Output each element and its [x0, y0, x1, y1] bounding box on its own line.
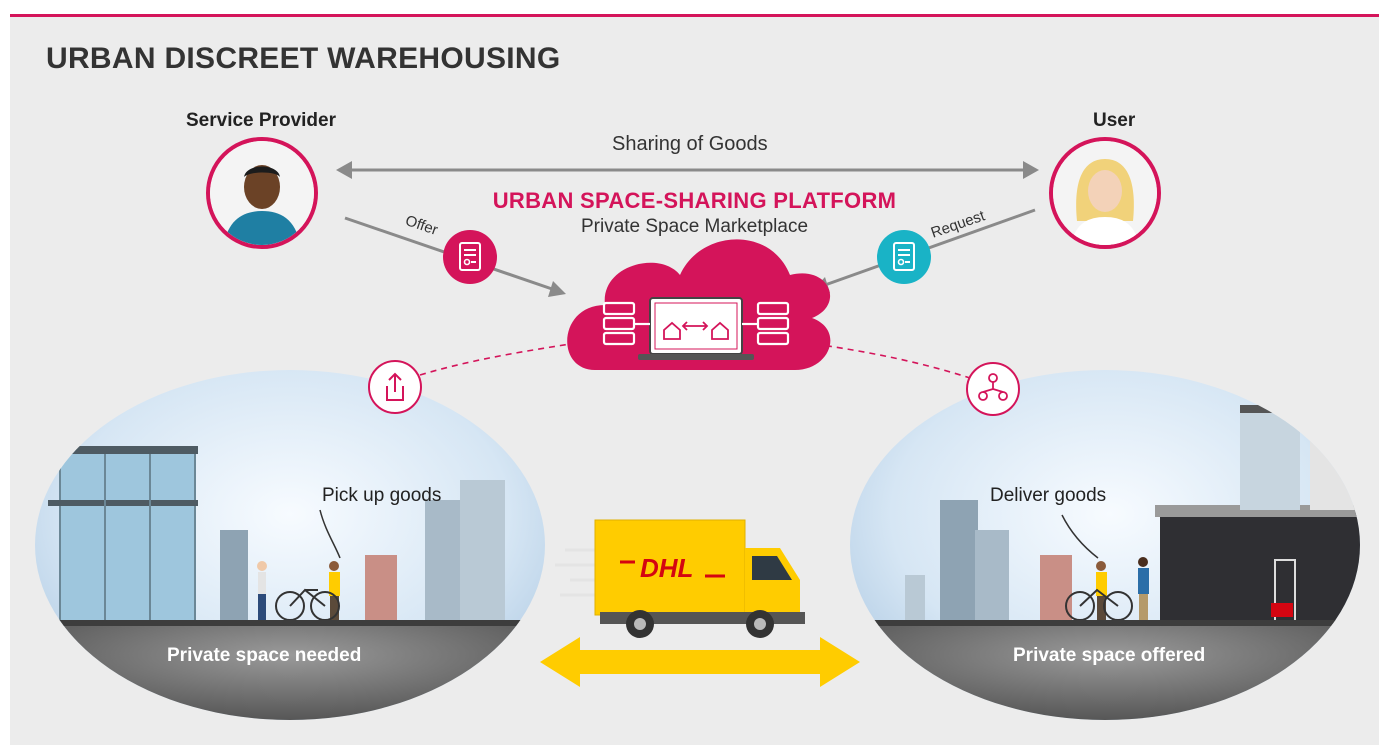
sharing-label: Sharing of Goods [612, 133, 768, 155]
provider-label: Service Provider [186, 110, 336, 131]
network-badge [966, 362, 1020, 416]
sharing-arrow [336, 161, 1039, 179]
pickup-callout: Pick up goods [322, 485, 442, 506]
right-scene-label: Private space offered [1013, 645, 1206, 666]
request-document-badge [877, 230, 931, 284]
speed-lines [555, 548, 600, 597]
left-scene-label: Private space needed [167, 645, 362, 666]
page-title: URBAN DISCREET WAREHOUSING [46, 42, 561, 75]
left-scene [35, 370, 545, 720]
platform-title: URBAN SPACE-SHARING PLATFORM [492, 188, 897, 213]
network-icon [978, 373, 1008, 401]
upload-icon [386, 372, 404, 401]
deliver-callout: Deliver goods [990, 485, 1107, 506]
dhl-truck [594, 519, 805, 638]
right-scene [850, 370, 1360, 720]
offer-document-badge [443, 230, 497, 284]
user-label: User [1093, 110, 1136, 131]
transport-arrow [540, 637, 860, 687]
user-avatar [1049, 137, 1161, 249]
truck-brand: DHL [640, 553, 694, 583]
platform-cloud [567, 239, 831, 370]
platform-subtitle: Private Space Marketplace [580, 216, 809, 237]
right-dashed-link [814, 343, 971, 379]
upload-badge [368, 360, 422, 414]
document-icon [459, 242, 481, 271]
provider-avatar [206, 137, 318, 249]
person-icon [210, 141, 314, 245]
person-icon [1053, 141, 1157, 245]
document-icon [893, 242, 915, 271]
